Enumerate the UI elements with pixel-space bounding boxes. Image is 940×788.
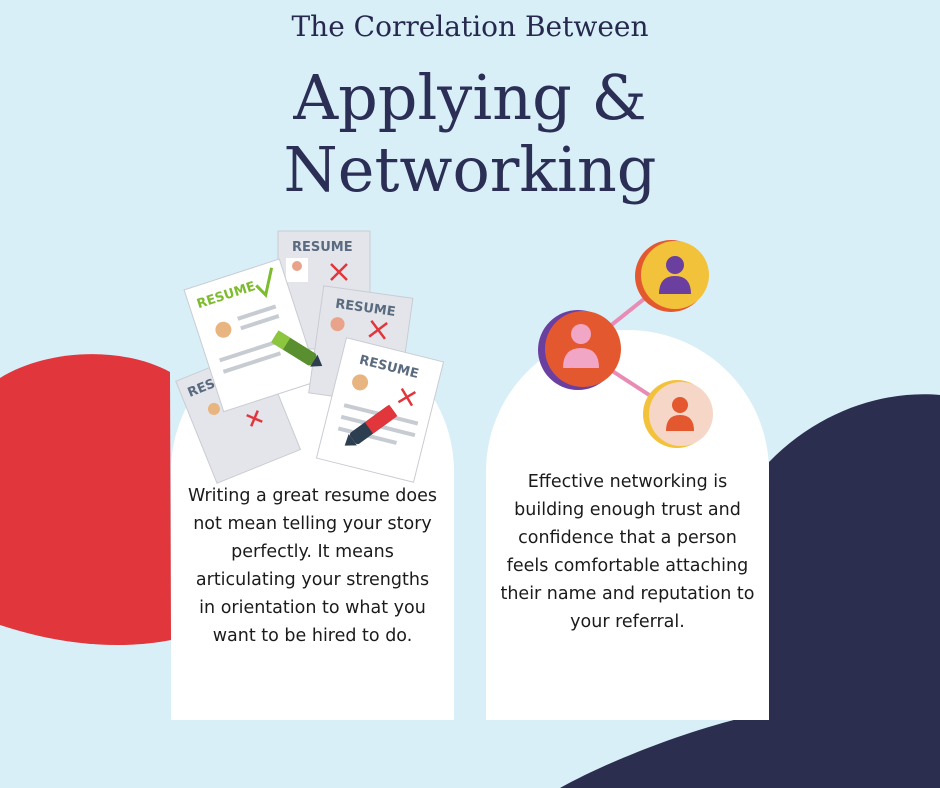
resume-card-text: Writing a great resume does not mean tel…	[187, 486, 438, 646]
title-line-2: Networking	[283, 133, 657, 206]
red-blob	[0, 354, 171, 645]
resume-card: Writing a great resume does not mean tel…	[171, 330, 454, 720]
networking-card: Effective networking is building enough …	[486, 330, 769, 720]
page-title: Applying & Networking	[0, 62, 940, 206]
networking-card-text: Effective networking is building enough …	[500, 472, 755, 632]
navy-blob	[560, 394, 940, 788]
pre-title: The Correlation Between	[291, 10, 649, 43]
title-line-1: Applying &	[293, 61, 647, 134]
